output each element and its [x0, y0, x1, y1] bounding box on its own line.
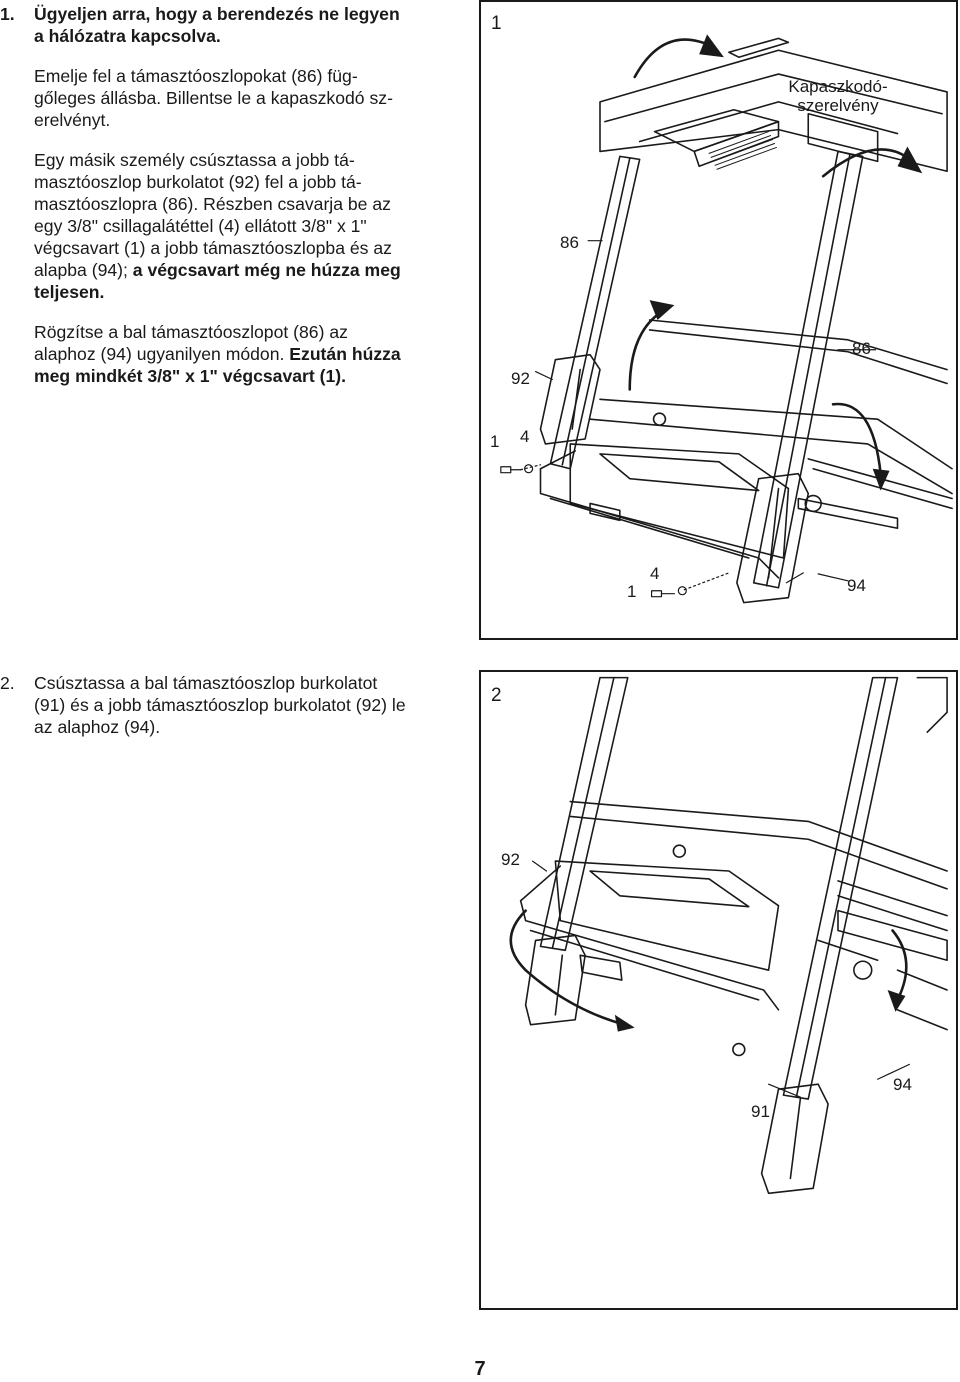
callout-washer-4-bottom: 4	[650, 564, 660, 583]
figure-1: 1 Kapaszkodó- szerelvény 86 86 92 1 4 1 …	[479, 0, 958, 640]
step-1-p2-line: erelvényt.	[34, 110, 111, 130]
step-1-p3-line: masztóoszlopra (86). Részben csavarja be…	[34, 194, 391, 214]
step-1-p4-line: Rögzítse a bal támasztóoszlopot (86) az	[34, 322, 348, 342]
step-2-line: (91) és a jobb támasztóoszlop burkolatot…	[34, 695, 406, 715]
handrail-assembly-label: Kapaszkodó- szerelvény	[773, 77, 903, 115]
callout-bolt-1-bottom: 1	[627, 582, 637, 601]
arrow-heads	[614, 990, 906, 1032]
handrail-label-line-2: szerelvény	[797, 96, 879, 115]
step-1-p3-line: alapba (94);	[34, 260, 133, 280]
step-1-p3-bold: a végcsavart még ne húzza meg	[132, 260, 401, 280]
step-1-p2-line: gőleges állásba. Billentse le a kapaszko…	[34, 88, 393, 108]
step-2-line: Csúsztassa a bal támasztóoszlop burkolat…	[34, 673, 378, 693]
upright-cover-drawings	[539, 353, 810, 604]
upright-drawings	[539, 676, 948, 1100]
callout-washer-4: 4	[520, 427, 530, 446]
step-1-p3-line: masztóoszlop burkolatot (92) fel a jobb …	[34, 172, 362, 192]
step-1-paragraph-3: Egy másik személy csúsztassa a jobb tá- …	[0, 149, 455, 303]
step-1-p4-bold-line: meg mindkét 3/8" x 1" végcsavart (1).	[34, 366, 347, 386]
arrow-heads	[649, 34, 923, 491]
callout-base-94: 94	[847, 576, 866, 595]
step-1-p3-line: végcsavart (1) a jobb támasztóoszlopba é…	[34, 238, 392, 258]
step-1-paragraph-2: Emelje fel a támasztóoszlopokat (86) füg…	[0, 65, 455, 131]
step-1-paragraph-4: Rögzítse a bal támasztóoszlopot (86) az …	[0, 321, 455, 387]
upright-cover-drawings	[524, 934, 829, 1195]
step-1-p4-bold: Ezután húzza	[289, 344, 401, 364]
treadmill-assembly-illustration-2	[509, 676, 948, 1195]
callout-upright-86: 86	[560, 233, 579, 252]
callout-base-94: 94	[893, 1075, 912, 1094]
figure-1-number: 1	[491, 13, 502, 34]
step-1-number: 1.	[0, 4, 15, 24]
step-2-paragraph: 2. Csúsztassa a bal támasztóoszlop burkol…	[0, 672, 455, 738]
cover-slide-arrows	[509, 909, 908, 1026]
callout-upright-86-right: 86	[852, 339, 871, 358]
step-1-p3-bold-end: teljesen.	[34, 282, 105, 302]
step-1-warning-line-2: a hálózatra kapcsolva.	[34, 26, 221, 46]
step-1-p4-line: alaphoz (94) ugyanilyen módon.	[34, 344, 290, 364]
upright-drawings	[549, 150, 864, 589]
treadmill-base-drawing	[519, 800, 948, 1057]
callout-cover-91: 91	[751, 1102, 770, 1121]
figure-2-number: 2	[491, 685, 502, 706]
step-2-line: az alaphoz (94).	[34, 717, 161, 737]
callout-bolt-1: 1	[490, 432, 500, 451]
treadmill-base-drawing	[539, 319, 953, 579]
treadmill-assembly-illustration-1	[500, 34, 953, 604]
step-1-p2-line: Emelje fel a támasztóoszlopokat (86) füg…	[34, 66, 358, 86]
leader-lines	[531, 860, 910, 1098]
step-1-warning-line-1: Ügyeljen arra, hogy a berendezés ne legy…	[34, 4, 400, 24]
hardware-drawings	[500, 464, 730, 598]
handrail-assembly-drawing	[599, 37, 948, 173]
step-1-p3-line: egy 3/8" csillagalátéttel (4) ellátott 3…	[34, 216, 367, 236]
leader-lines	[534, 240, 877, 584]
step-1-p3-line: Egy másik személy csúsztassa a jobb tá-	[34, 150, 355, 170]
step-1-warning: 1. Ügyeljen arra, hogy a berendezés ne le…	[0, 3, 455, 47]
page-number: 7	[474, 1358, 486, 1380]
step-2-number: 2.	[0, 673, 15, 693]
step-1-text: 1. Ügyeljen arra, hogy a berendezés ne le…	[0, 3, 455, 387]
handrail-label-line-1: Kapaszkodó-	[788, 77, 888, 96]
callout-cover-92: 92	[511, 369, 530, 388]
callout-cover-92: 92	[501, 850, 520, 869]
step-2-text: 2. Csúsztassa a bal támasztóoszlop burkol…	[0, 672, 455, 738]
figure-2: 2 92 91 94	[479, 670, 958, 1310]
